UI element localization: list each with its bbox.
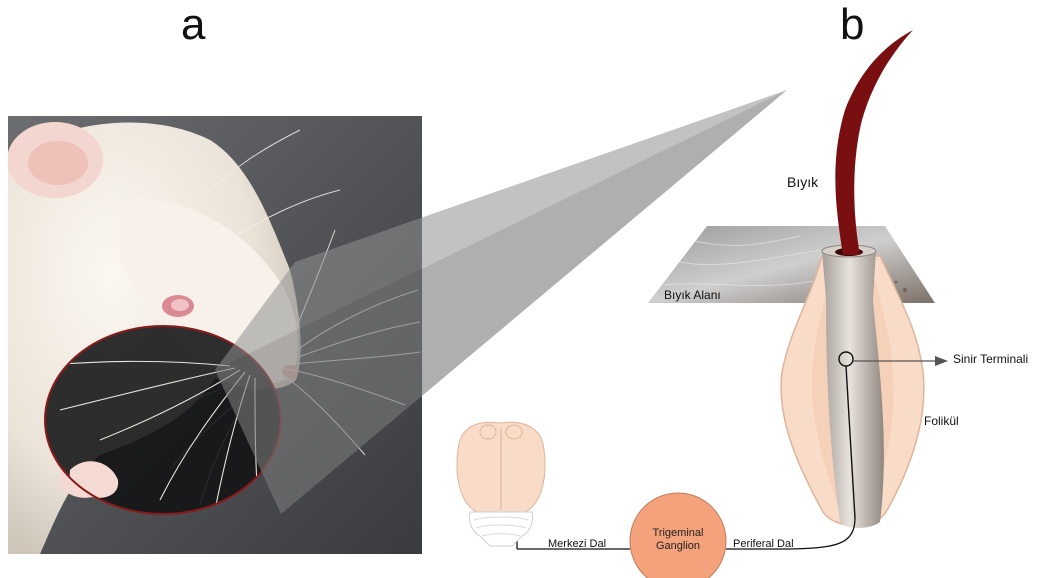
ganglion-label-line2: Ganglion — [630, 540, 726, 553]
ganglion-label: Trigeminal Ganglion — [630, 527, 726, 553]
follicle-label: Folikül — [924, 414, 959, 428]
rat-brain-icon — [457, 422, 545, 546]
whisker — [835, 30, 913, 255]
peripheral-branch-label: Periferal Dal — [733, 538, 794, 550]
nerve-terminal-label: Sinir Terminali — [953, 352, 1028, 366]
whisker-area-label: Bıyık Alanı — [664, 288, 721, 302]
central-branch-label: Merkezi Dal — [548, 538, 606, 550]
ganglion-label-line1: Trigeminal — [630, 527, 726, 540]
whisker-label: Bıyık — [787, 174, 818, 190]
